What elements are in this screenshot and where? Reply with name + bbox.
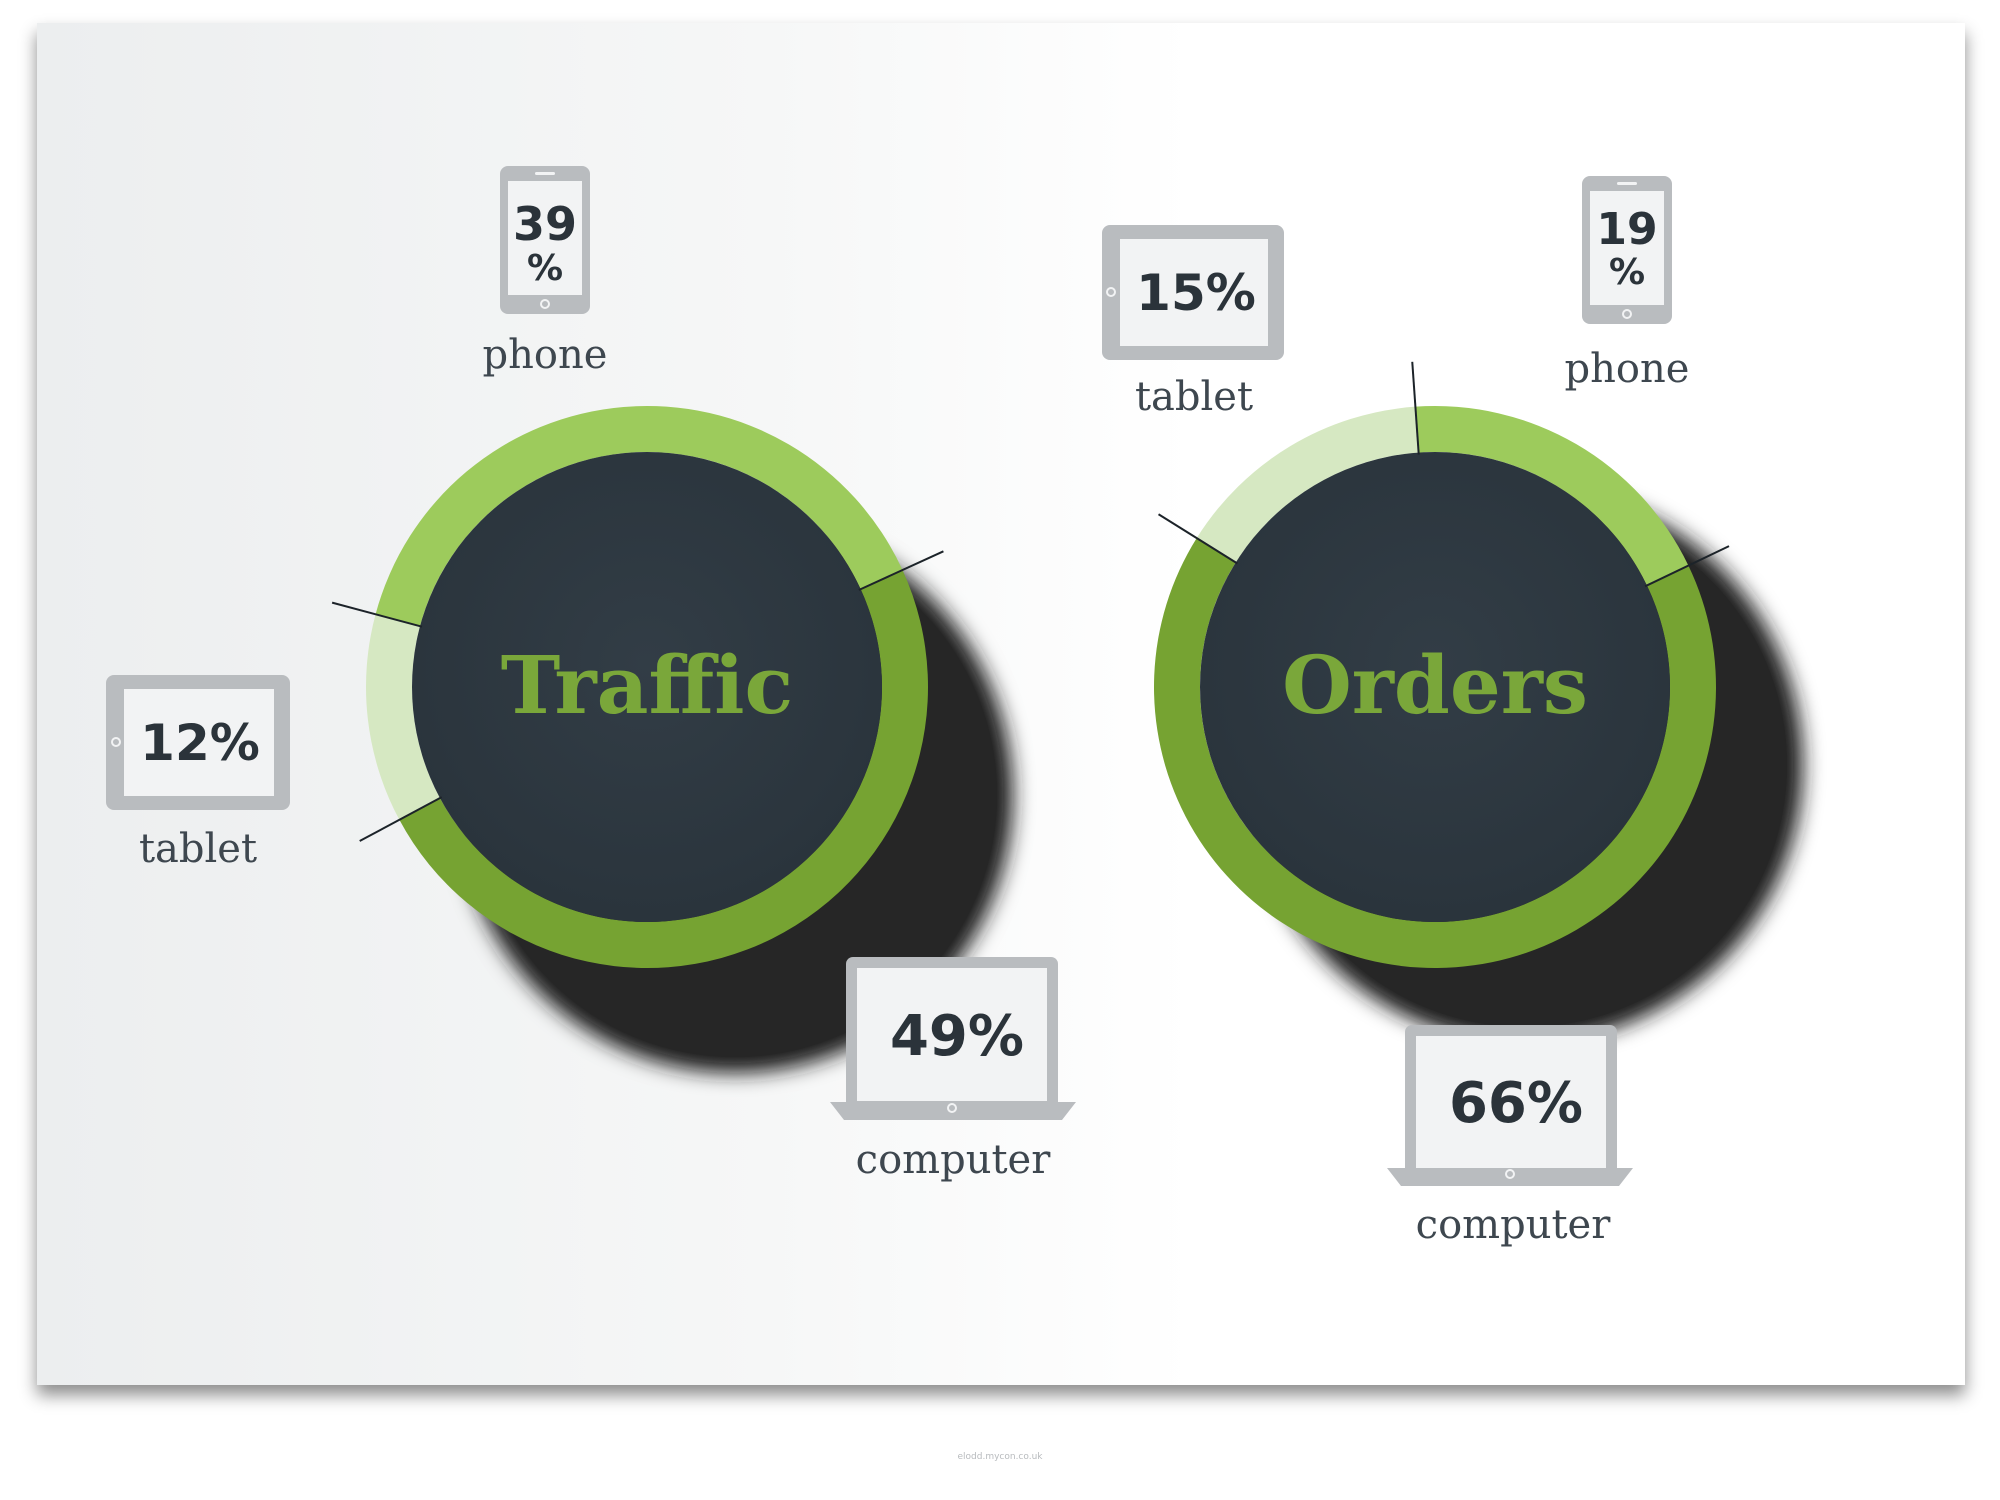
ring-segment-tablet (366, 614, 440, 820)
segment-boundary-line (1158, 513, 1238, 565)
phone-screen (508, 181, 582, 295)
laptop-screen (857, 968, 1047, 1101)
orders-chart: Orders 19 % phone 15% tablet 66% comput (1102, 176, 1803, 1248)
orders-phone-number: 19 (1596, 204, 1657, 255)
tablet-screen (1120, 239, 1268, 346)
segment-boundary-line (1644, 545, 1730, 588)
tablet-home-button (1106, 287, 1116, 297)
orders-ring (1154, 406, 1716, 968)
tablet-screen (124, 689, 274, 796)
orders-computer-label: computer (1416, 1202, 1612, 1248)
traffic-center-disc (412, 452, 882, 922)
phone-speaker (1617, 182, 1637, 185)
ring-segment-computer (399, 570, 928, 968)
phone-screen (1590, 191, 1664, 305)
orders-tick-lines (1158, 361, 1730, 588)
traffic-chart: Traffic 39 % phone 12% tablet 49% compu (106, 166, 1076, 1183)
segment-boundary-line (858, 550, 944, 591)
segment-boundary-line (1411, 361, 1420, 455)
ring-segment-phone (1415, 406, 1689, 586)
orders-tablet-label: tablet (1135, 374, 1253, 420)
traffic-tablet-label: tablet (139, 826, 257, 872)
orders-tablet-value: 15% (1136, 264, 1256, 322)
orders-phone-device: 19 % (1582, 176, 1672, 324)
footer-credit: elodd.mycon.co.uk (957, 1452, 1043, 1462)
traffic-phone-number: 39 (513, 197, 577, 251)
traffic-computer-value: 49% (890, 1004, 1024, 1069)
laptop-button (1505, 1169, 1515, 1179)
traffic-computer-device: 49% (830, 957, 1076, 1120)
traffic-title: Traffic (501, 638, 793, 732)
segment-boundary-line (359, 796, 443, 842)
ring-segment-computer (1154, 538, 1716, 968)
orders-computer-device: 66% (1387, 1025, 1633, 1186)
orders-computer-value: 66% (1449, 1071, 1583, 1136)
orders-center-disc (1200, 452, 1670, 922)
ring-segment-tablet (1196, 406, 1419, 563)
traffic-phone-label: phone (483, 332, 608, 378)
segment-boundary-line (331, 601, 423, 628)
tablet-home-button (111, 737, 121, 747)
orders-title: Orders (1282, 638, 1588, 732)
phone-speaker (535, 172, 555, 175)
laptop-screen (1416, 1036, 1606, 1169)
laptop-button (947, 1103, 957, 1113)
traffic-tablet-value: 12% (140, 714, 260, 772)
orders-phone-percent-sign: % (1609, 252, 1645, 293)
orders-tablet-device: 15% (1102, 225, 1284, 360)
traffic-computer-label: computer (856, 1137, 1052, 1183)
traffic-ring (366, 405, 928, 968)
orders-phone-label: phone (1565, 346, 1690, 392)
traffic-phone-device: 39 % (500, 166, 590, 314)
traffic-phone-percent-sign: % (527, 248, 563, 289)
phone-home-button (1622, 309, 1632, 319)
traffic-tick-lines (331, 550, 944, 842)
phone-home-button (540, 299, 550, 309)
ring-segment-phone (375, 405, 903, 627)
traffic-tablet-device: 12% (106, 675, 290, 810)
